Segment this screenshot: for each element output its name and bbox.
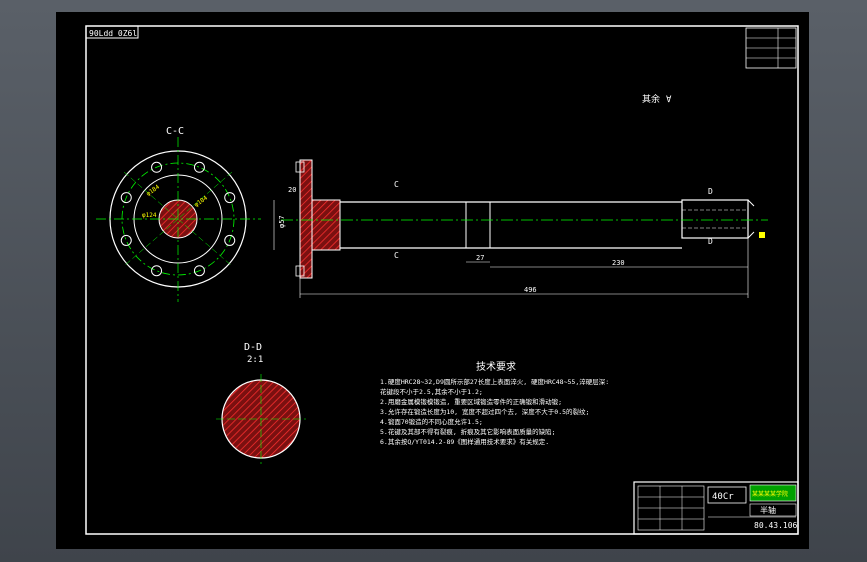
dim-27: 27 — [476, 254, 484, 262]
dim-d57: φ57 — [278, 215, 286, 228]
tech-line: 4.锻面70锻造的不同心度允许1.5; — [380, 417, 483, 426]
dim-230: 230 — [612, 259, 625, 267]
section-dd-label: D-D — [244, 342, 262, 353]
title-drawing-number: 80.43.106 — [754, 521, 798, 530]
flange-view — [96, 137, 261, 302]
tech-line: 花键段不小于2.5,其余不小于1.2; — [380, 387, 483, 396]
bolt-hole — [193, 161, 205, 173]
tech-requirements: 1.硬度HRC28~32,D9圆所示部27长度上表面淬火, 硬度HRC48~55… — [380, 377, 609, 446]
rest-surface-note: 其余 — [642, 93, 660, 105]
roughness-symbol: ∀ — [666, 95, 672, 105]
drawing-canvas[interactable]: 90Ldd 0Z6l 其余 ∀ C-C φ184 φ124 φ104 — [56, 12, 809, 549]
title-material: 40Cr — [712, 492, 734, 502]
drawing-sheet[interactable]: 90Ldd 0Z6l 其余 ∀ C-C φ184 φ124 φ104 — [56, 12, 809, 549]
bolt-hole — [224, 192, 236, 204]
revision-table — [745, 27, 797, 69]
tech-line: 6.其余按Q/YT014.2-89《图样通用技术要求》有关规定. — [380, 437, 549, 446]
bolt-hole — [224, 234, 236, 246]
section-dd-scale: 2:1 — [247, 355, 263, 365]
title-company: 某某某某学院 — [752, 490, 788, 498]
tech-line: 5.花键及其部不得有裂痕, 折痕及其它影响表面质量的缺陷; — [380, 427, 556, 436]
tech-line: 1.硬度HRC28~32,D9圆所示部27长度上表面淬火, 硬度HRC48~55… — [380, 377, 609, 386]
bolt-hole — [151, 161, 163, 173]
title-block — [633, 481, 799, 535]
bolt-hole — [120, 234, 132, 246]
bolt-hole — [151, 265, 163, 277]
section-mark-d-top: D — [708, 187, 713, 196]
bolt-hole — [193, 265, 205, 277]
dim-flange-outer: φ184 — [145, 183, 161, 197]
drawing-border — [85, 25, 799, 535]
tech-line: 3.允许存在锻造长度为10, 宽度不超过四个去, 深度不大于0.5的裂纹; — [380, 407, 589, 416]
section-cc-label: C-C — [166, 126, 184, 137]
tech-line: 2.用磨金属模锻模锻造, 重要区域锻造零件的正确锻和滑动锻; — [380, 397, 562, 406]
bolt-hole — [120, 192, 132, 204]
tech-title: 技术要求 — [476, 360, 516, 373]
section-mark-c-top: C — [394, 180, 399, 189]
spline-section — [216, 374, 306, 464]
section-mark-c-bottom: C — [394, 251, 399, 260]
dimension-lines — [273, 200, 749, 298]
stamp-text: 90Ldd 0Z6l — [89, 29, 137, 38]
dim-flange-inner: φ104 — [193, 194, 209, 208]
dim-20: 20 — [288, 186, 296, 194]
title-part-name: 半轴 — [760, 505, 776, 515]
shaft-side-view — [281, 159, 768, 279]
bolt-holes — [120, 161, 236, 277]
section-mark-d-bottom: D — [708, 237, 713, 246]
dim-496: 496 — [524, 286, 537, 294]
stamp-box — [85, 25, 139, 39]
dim-flange-bolt: φ124 — [142, 212, 157, 219]
